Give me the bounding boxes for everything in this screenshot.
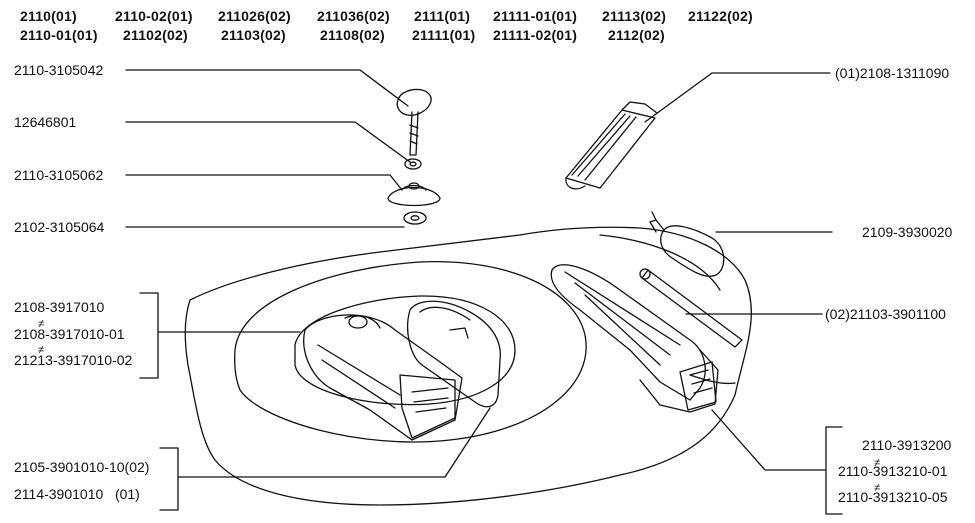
model-col-2: 2110-02(01) 21102(02): [115, 8, 193, 43]
bottle: [660, 225, 725, 277]
part-number-washer: 12646801: [14, 114, 77, 130]
bag-part-number: 2114-3901010 (01): [14, 486, 140, 502]
wheel-well-inner: [294, 295, 516, 406]
variant-mark: ≠: [874, 482, 881, 494]
model-code: 2110-02(01): [115, 8, 193, 24]
trunk-floor-outline: [184, 226, 752, 506]
variant-mark: ≠: [874, 457, 881, 469]
model-col-4: 211036(02) 21108(02): [317, 8, 390, 43]
model-code: 2112(02): [608, 27, 665, 43]
model-code: 21122(02): [688, 8, 753, 24]
model-code: 211026(02): [218, 8, 291, 24]
model-code: 21102(02): [123, 27, 188, 43]
model-code: 21111-02(01): [493, 27, 578, 43]
bolt-head: [396, 88, 432, 116]
model-code: 21113(02): [602, 8, 667, 24]
pump-bracket: [139, 292, 301, 379]
model-col-7: 21113(02) 2112(02): [602, 8, 666, 43]
model-col-6: 21111-01(01) 21111-02(01): [493, 8, 577, 43]
part-number-spacer: 2102-3105064: [14, 219, 105, 235]
leader-washer: [125, 121, 411, 163]
pump-part-number: 2108-3917010: [14, 299, 105, 315]
part-number-clamp: 2110-3105062: [14, 167, 104, 183]
model-code: 2111(01): [414, 8, 471, 24]
bag-part-number: 2105-3901010-10(02): [14, 459, 150, 475]
leader-strap: [644, 72, 831, 123]
model-code: 21103(02): [221, 27, 286, 43]
tow-strap: [565, 109, 656, 189]
leader-clamp: [125, 174, 403, 191]
model-code: 21111(01): [412, 27, 476, 43]
tool-bag: [407, 300, 501, 408]
jack-handle: [641, 269, 743, 348]
model-code: 2110-01(01): [20, 27, 98, 43]
model-code: 2110(01): [20, 8, 77, 24]
part-number-bolt: 2110-3105042: [14, 62, 104, 78]
pump-part-number: 2108-3917010-01: [14, 326, 125, 342]
model-code: 21111-01(01): [493, 8, 578, 24]
part-number-strap: (01)2108-1311090: [835, 65, 950, 81]
pump: [303, 314, 463, 441]
model-code: 21108(02): [320, 27, 385, 43]
bag-bracket: [159, 407, 491, 511]
jack-part-number: 2110-3913200: [862, 437, 952, 453]
part-number-handle: (02)21103-3901100: [825, 306, 946, 322]
jack-part-number: 2110-3913210-05: [838, 489, 948, 505]
part-number-bottle: 2109-3930020: [862, 224, 953, 240]
washer: [404, 158, 422, 170]
model-code: 211036(02): [317, 8, 390, 24]
variant-mark: ≠: [38, 318, 45, 330]
model-col-1: 2110(01) 2110-01(01): [20, 8, 98, 43]
clamp: [387, 186, 441, 207]
model-col-5: 2111(01) 21111(01): [412, 8, 475, 43]
jack-bracket: [711, 409, 843, 515]
variant-mark: ≠: [38, 344, 45, 356]
leader-bolt: [125, 69, 409, 107]
wheel-well-outer: [234, 261, 587, 443]
spacer: [403, 211, 427, 225]
jack: [550, 264, 706, 401]
model-col-8: 21122(02): [688, 8, 753, 24]
jack-part-number: 2110-3913210-01: [838, 463, 948, 479]
pump-part-number: 21213-3917010-02: [14, 352, 133, 368]
model-col-3: 211026(02) 21103(02): [218, 8, 291, 43]
